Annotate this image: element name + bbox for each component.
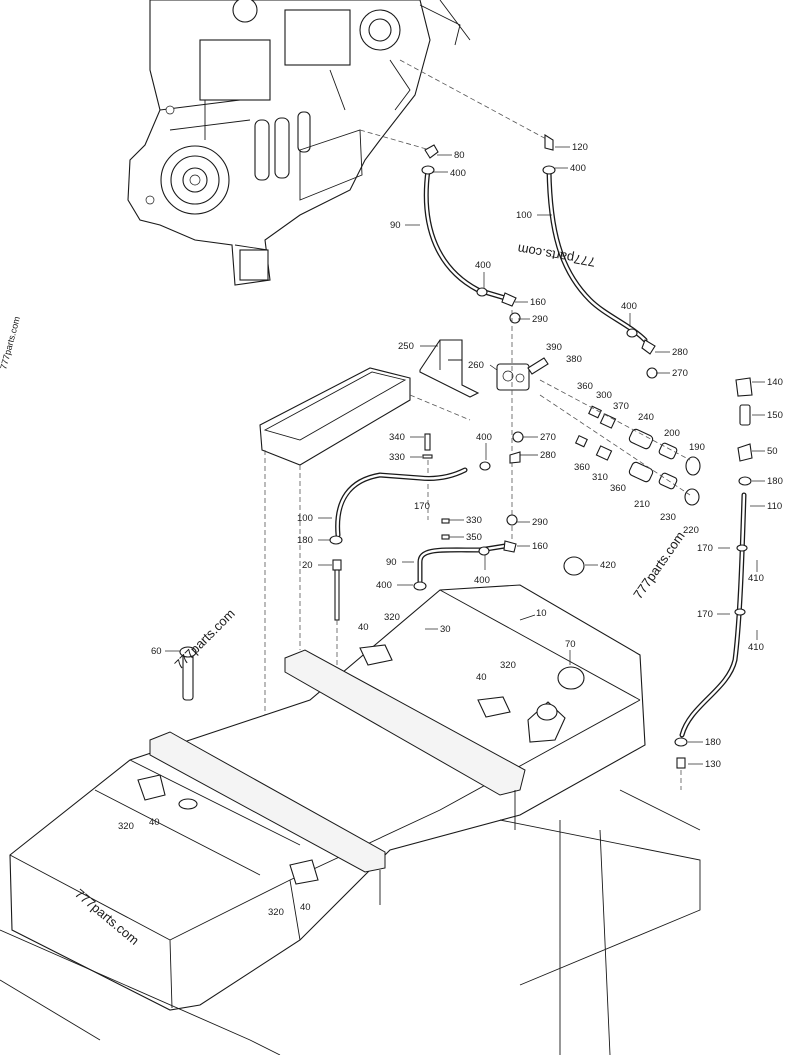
callout-290: 290 (532, 314, 548, 325)
callout-60: 60 (151, 646, 162, 657)
callout-280: 280 (672, 347, 688, 358)
callout-400: 400 (474, 575, 490, 586)
callout-400: 400 (476, 432, 492, 443)
callout-270: 270 (540, 432, 556, 443)
callout-160: 160 (530, 297, 546, 308)
sight-tube-60 (179, 646, 197, 701)
callout-250: 250 (398, 341, 414, 352)
fittings-cluster (539, 379, 701, 506)
hose-100-upper (542, 134, 658, 379)
callout-90: 90 (390, 220, 401, 231)
valve-260 (496, 312, 549, 391)
callout-310: 310 (592, 472, 608, 483)
callout-40: 40 (476, 672, 487, 683)
callout-390: 390 (546, 342, 562, 353)
callout-70: 70 (565, 639, 576, 650)
callout-150: 150 (767, 410, 783, 421)
callout-290: 290 (532, 517, 548, 528)
clamp-420 (563, 556, 585, 576)
frame-rails (0, 649, 701, 1055)
callout-360: 360 (577, 381, 593, 392)
callout-170: 170 (697, 543, 713, 554)
callout-170: 170 (414, 501, 430, 512)
hose-90-lower (413, 514, 518, 591)
callout-300: 300 (596, 390, 612, 401)
callout-410: 410 (748, 642, 764, 653)
callout-420: 420 (600, 560, 616, 571)
callout-40: 40 (300, 902, 311, 913)
callout-10: 10 (536, 608, 547, 619)
callout-320: 320 (384, 612, 400, 623)
cap-70 (557, 666, 585, 690)
callout-320: 320 (500, 660, 516, 671)
callout-280: 280 (540, 450, 556, 461)
callout-350: 350 (466, 532, 482, 543)
brackets-40 (137, 644, 511, 885)
callout-370: 370 (613, 401, 629, 412)
callout-190: 190 (689, 442, 705, 453)
callout-320: 320 (268, 907, 284, 918)
callout-330: 330 (466, 515, 482, 526)
hose-90-upper (421, 144, 517, 307)
callout-220: 220 (683, 525, 699, 536)
callout-410: 410 (748, 573, 764, 584)
callout-180: 180 (767, 476, 783, 487)
watermark-text: 777parts.com (630, 529, 687, 602)
callout-240: 240 (638, 412, 654, 423)
leader-lines (165, 146, 765, 765)
callout-90: 90 (386, 557, 397, 568)
callout-80: 80 (454, 150, 465, 161)
callout-260: 260 (468, 360, 484, 371)
engine-assembly (127, 0, 471, 286)
callout-400: 400 (376, 580, 392, 591)
callout-400: 400 (450, 168, 466, 179)
callout-400: 400 (621, 301, 637, 312)
watermark-text: 777parts.com (0, 315, 22, 370)
callout-180: 180 (705, 737, 721, 748)
callout-160: 160 (532, 541, 548, 552)
callout-labels: 80 400 120 400 90 100 400 160 290 400 28… (118, 142, 783, 918)
callout-50: 50 (767, 446, 778, 457)
callout-120: 120 (572, 142, 588, 153)
callout-270: 270 (672, 368, 688, 379)
callout-40: 40 (358, 622, 369, 633)
callout-360: 360 (574, 462, 590, 473)
callout-230: 230 (660, 512, 676, 523)
callout-200: 200 (664, 428, 680, 439)
callout-130: 130 (705, 759, 721, 770)
bracket-250 (419, 339, 480, 398)
callout-180: 180 (297, 535, 313, 546)
callout-170: 170 (697, 609, 713, 620)
callout-40: 40 (149, 817, 160, 828)
hose-100-lower (329, 431, 524, 545)
hose-110-right (674, 377, 753, 790)
callout-400: 400 (570, 163, 586, 174)
callout-320: 320 (118, 821, 134, 832)
callout-340: 340 (389, 432, 405, 443)
callout-30: 30 (440, 624, 451, 635)
callout-360: 360 (610, 483, 626, 494)
callout-100: 100 (297, 513, 313, 524)
callout-110: 110 (767, 501, 782, 512)
callout-20: 20 (302, 560, 313, 571)
tube-20 (332, 559, 342, 810)
callout-330: 330 (389, 452, 405, 463)
callout-140: 140 (767, 377, 783, 388)
callout-100: 100 (516, 210, 532, 221)
watermark-text: 777parts.com (172, 606, 238, 672)
fuel-tank (9, 584, 646, 1011)
callout-380: 380 (566, 354, 582, 365)
tray (259, 367, 411, 466)
callout-400: 400 (475, 260, 491, 271)
callout-210: 210 (634, 499, 650, 510)
